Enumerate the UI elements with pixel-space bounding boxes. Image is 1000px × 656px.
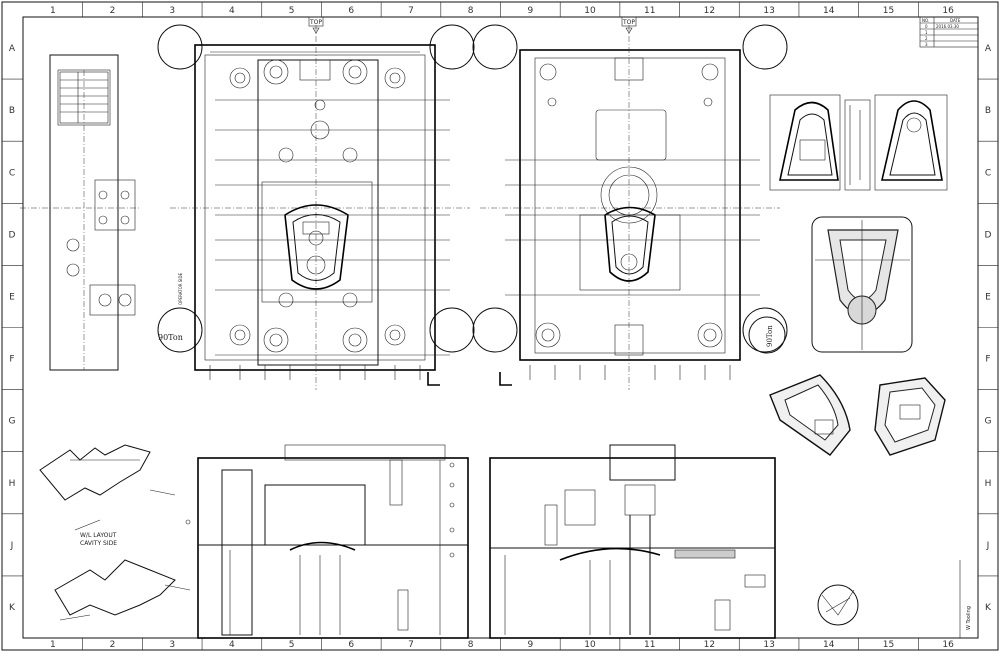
column-label: 7 <box>408 640 414 650</box>
part-photo-view <box>811 216 913 353</box>
revision-row-no: 3 <box>925 42 928 47</box>
column-label: 11 <box>644 640 655 650</box>
row-label: J <box>10 541 14 551</box>
row-label: F <box>985 355 990 365</box>
column-label: 6 <box>348 640 354 650</box>
row-label: F <box>9 355 14 365</box>
column-label: 10 <box>584 6 596 16</box>
row-label: K <box>985 603 992 613</box>
title-block-text: W Tooling <box>966 606 972 630</box>
revision-header-date: DATE <box>950 18 961 23</box>
row-label: H <box>985 479 992 489</box>
operator-side-label: OPERATOR SIDE <box>178 272 183 305</box>
section-view-right <box>489 444 776 639</box>
right-plan-view: TOP 90Ton <box>472 16 788 390</box>
column-label: 9 <box>527 6 533 16</box>
row-label: H <box>9 479 16 489</box>
column-label: 2 <box>110 6 116 16</box>
column-label: 8 <box>468 6 474 16</box>
row-label: E <box>985 292 991 302</box>
row-label: G <box>985 417 992 427</box>
title-strip: W Tooling <box>959 560 972 638</box>
column-label: 5 <box>289 640 295 650</box>
column-label: 6 <box>348 6 354 16</box>
revision-header-no: NO. <box>922 18 929 23</box>
layout-note-line1: W/L LAYOUT <box>80 532 117 539</box>
stamp-circle <box>817 584 859 626</box>
column-label: 10 <box>584 640 596 650</box>
water-line-layout: W/L LAYOUT CAVITY SIDE <box>39 444 191 621</box>
column-label: 15 <box>883 6 894 16</box>
column-label: 7 <box>408 6 414 16</box>
row-label: C <box>9 168 15 178</box>
row-label: A <box>985 44 992 54</box>
part-view-back <box>769 94 841 191</box>
tonnage-label: 90Ton <box>158 333 183 342</box>
column-label: 12 <box>704 640 715 650</box>
column-label: 13 <box>763 640 774 650</box>
revision-row-date: 2016.03.30 <box>936 24 959 29</box>
row-label: E <box>9 292 15 302</box>
section-view-left <box>185 444 469 639</box>
part-isometric-right <box>874 377 946 456</box>
column-label: 1 <box>50 6 56 16</box>
row-label: G <box>9 417 16 427</box>
column-label: 12 <box>704 6 715 16</box>
column-label: 4 <box>229 6 235 16</box>
revision-row-no: 1 <box>925 30 928 35</box>
column-label: 8 <box>468 640 474 650</box>
top-direction-label: TOP <box>309 19 322 26</box>
layout-note-line2: CAVITY SIDE <box>80 540 117 547</box>
revision-table: NO. DATE 0 2016.03.30 1 2 3 <box>919 16 979 48</box>
row-label: K <box>9 603 16 613</box>
row-label: A <box>9 44 16 54</box>
tonnage-label: 90Ton <box>766 325 774 347</box>
column-label: 14 <box>823 640 835 650</box>
row-label: D <box>9 230 16 240</box>
column-label: 13 <box>763 6 774 16</box>
part-view-front <box>874 94 948 191</box>
left-plan-view: TOP <box>157 16 475 390</box>
side-section-view <box>20 54 140 371</box>
top-direction-label: TOP <box>622 19 635 26</box>
revision-row-no: 2 <box>925 36 928 41</box>
column-label: 16 <box>942 640 954 650</box>
row-label: D <box>985 230 992 240</box>
revision-row-no: 0 <box>925 24 928 29</box>
part-view-side <box>844 99 871 191</box>
column-label: 3 <box>169 6 175 16</box>
column-label: 15 <box>883 640 894 650</box>
row-label: B <box>9 106 15 116</box>
column-label: 3 <box>169 640 175 650</box>
column-label: 14 <box>823 6 835 16</box>
row-label: C <box>985 168 991 178</box>
row-label: J <box>986 541 990 551</box>
column-label: 4 <box>229 640 235 650</box>
column-label: 11 <box>644 6 655 16</box>
part-isometric-left <box>769 374 851 456</box>
column-label: 9 <box>527 640 533 650</box>
column-label: 1 <box>50 640 56 650</box>
row-label: B <box>985 106 991 116</box>
column-label: 2 <box>110 640 116 650</box>
column-label: 5 <box>289 6 295 16</box>
column-label: 16 <box>942 6 954 16</box>
